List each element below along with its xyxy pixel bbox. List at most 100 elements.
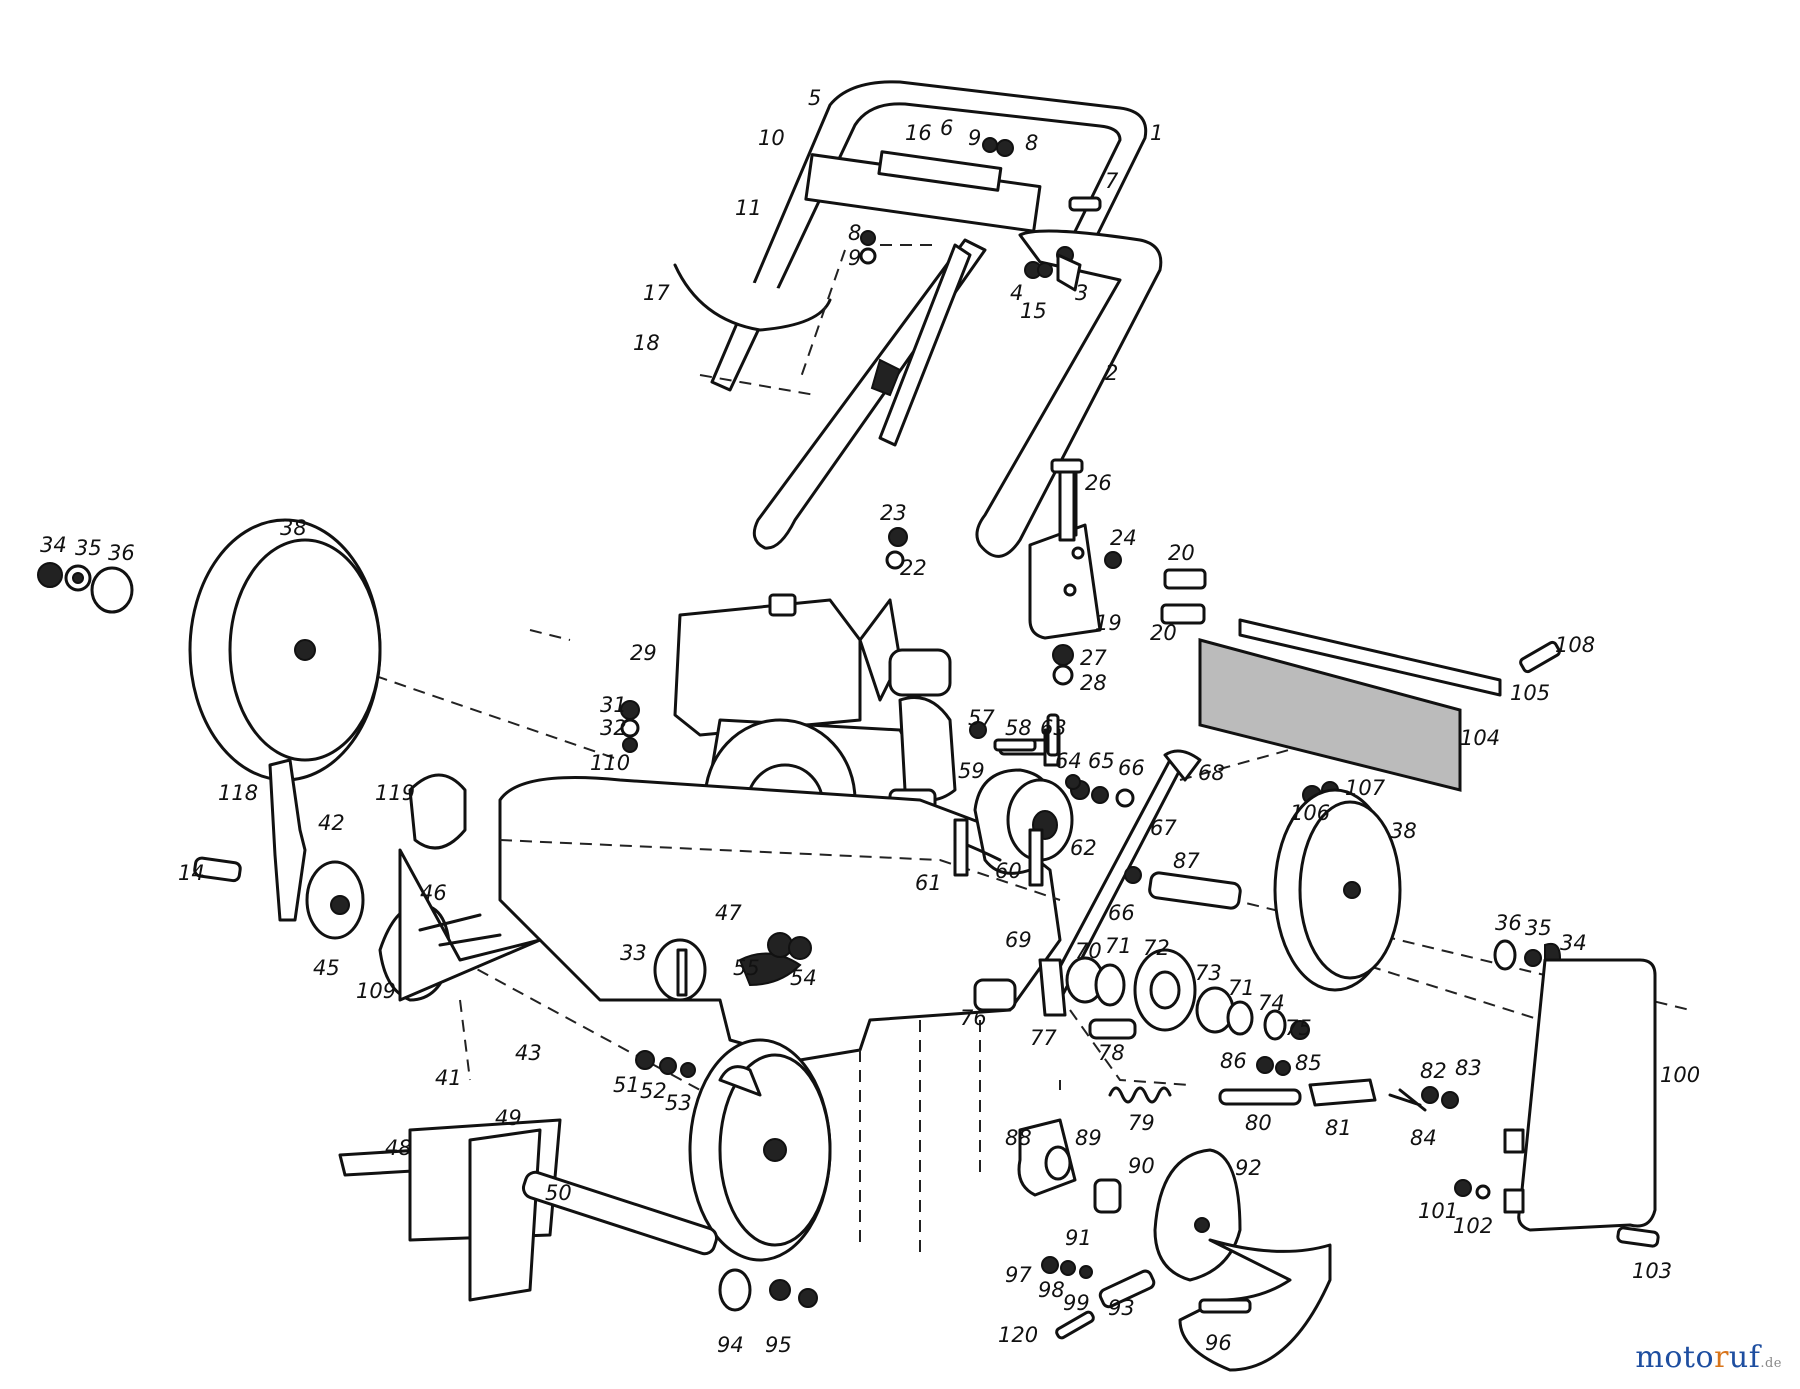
label-48: 48 xyxy=(385,1136,412,1160)
label-100: 100 xyxy=(1660,1063,1700,1087)
watermark-part2: r xyxy=(1714,1340,1729,1375)
label-10: 10 xyxy=(758,126,785,150)
engine-guard-100 xyxy=(1454,958,1660,1248)
label-118: 118 xyxy=(218,781,258,805)
label-65: 65 xyxy=(1088,749,1115,773)
label-87: 87 xyxy=(1173,849,1200,873)
label-79: 79 xyxy=(1128,1111,1155,1135)
label-47: 47 xyxy=(715,901,742,925)
label-102: 102 xyxy=(1453,1214,1493,1238)
label-107: 107 xyxy=(1345,776,1386,800)
belt-guard-96 xyxy=(1178,1238,1332,1372)
front-wheel xyxy=(688,1038,832,1262)
bearings-70-75 xyxy=(973,948,1310,1041)
label-88: 88 xyxy=(1005,1126,1032,1150)
label-80: 80 xyxy=(1245,1111,1272,1135)
label-45: 45 xyxy=(313,956,340,980)
label-53: 53 xyxy=(665,1091,692,1115)
label-16: 16 xyxy=(905,121,932,145)
label-90: 90 xyxy=(1128,1154,1155,1178)
label-11: 11 xyxy=(735,196,762,220)
watermark-part3: uf xyxy=(1728,1340,1761,1375)
label-46: 46 xyxy=(420,881,447,905)
label-67: 67 xyxy=(1150,816,1177,840)
label-36b: 36 xyxy=(1495,911,1522,935)
label-106: 106 xyxy=(1290,801,1330,825)
right-rear-wheel xyxy=(1273,788,1402,992)
label-9a: 9 xyxy=(968,126,981,150)
label-95: 95 xyxy=(765,1333,792,1357)
label-97: 97 xyxy=(1005,1263,1032,1287)
label-7: 7 xyxy=(1105,169,1119,193)
part-number-labels: 1 2 3 4 5 6 7 8 8 9 9 10 11 14 15 16 17 … xyxy=(40,86,1700,1357)
label-105: 105 xyxy=(1510,681,1550,705)
label-6: 6 xyxy=(940,116,953,140)
watermark-logo: motoruf.de xyxy=(1635,1340,1782,1375)
label-85: 85 xyxy=(1295,1051,1322,1075)
label-26: 26 xyxy=(1085,471,1112,495)
lower-drive-parts xyxy=(1017,1118,1242,1340)
label-1: 1 xyxy=(1150,121,1163,145)
label-120: 120 xyxy=(998,1323,1038,1347)
label-36a: 36 xyxy=(108,541,135,565)
label-62: 62 xyxy=(1070,836,1097,860)
label-98: 98 xyxy=(1038,1278,1065,1302)
label-23: 23 xyxy=(880,501,907,525)
label-69: 69 xyxy=(1005,928,1032,952)
label-17: 17 xyxy=(643,281,670,305)
label-51: 51 xyxy=(613,1073,640,1097)
label-74: 74 xyxy=(1258,991,1285,1015)
label-92: 92 xyxy=(1235,1156,1262,1180)
label-60: 60 xyxy=(995,859,1022,883)
label-49: 49 xyxy=(495,1106,522,1130)
lower-handle-bars xyxy=(752,229,1163,558)
label-3: 3 xyxy=(1075,281,1088,305)
label-96: 96 xyxy=(1205,1331,1232,1355)
label-4: 4 xyxy=(1010,281,1023,305)
label-32: 32 xyxy=(600,716,627,740)
label-66b: 66 xyxy=(1108,901,1135,925)
label-55: 55 xyxy=(733,956,760,980)
small-hardware xyxy=(620,137,1122,790)
label-103: 103 xyxy=(1632,1259,1672,1283)
left-rear-wheel xyxy=(188,518,382,782)
label-119: 119 xyxy=(375,781,415,805)
label-22: 22 xyxy=(900,556,927,580)
label-78: 78 xyxy=(1098,1041,1125,1065)
label-34a: 34 xyxy=(40,533,67,557)
label-110: 110 xyxy=(590,751,630,775)
left-bracket-assembly xyxy=(193,758,542,1002)
label-71a: 71 xyxy=(1105,934,1132,958)
label-34b: 34 xyxy=(1560,931,1587,955)
label-82: 82 xyxy=(1420,1059,1447,1083)
tension-spring-assembly xyxy=(1108,1056,1459,1112)
label-68: 68 xyxy=(1198,761,1225,785)
watermark-part4: .de xyxy=(1760,1356,1782,1371)
label-77: 77 xyxy=(1030,1026,1057,1050)
label-71b: 71 xyxy=(1228,976,1255,1000)
label-2: 2 xyxy=(1105,361,1118,385)
label-27: 27 xyxy=(1080,646,1107,670)
label-31: 31 xyxy=(600,693,627,717)
label-81: 81 xyxy=(1325,1116,1352,1140)
label-9b: 9 xyxy=(848,246,861,270)
label-66a: 66 xyxy=(1118,756,1145,780)
label-38b: 38 xyxy=(1390,819,1417,843)
label-75: 75 xyxy=(1285,1016,1312,1040)
label-19: 19 xyxy=(1095,611,1122,635)
label-99: 99 xyxy=(1063,1291,1090,1315)
label-18: 18 xyxy=(633,331,660,355)
cable-17 xyxy=(673,263,832,332)
handle-leader-lines xyxy=(699,244,940,396)
label-64: 64 xyxy=(1055,749,1082,773)
label-59: 59 xyxy=(958,759,985,783)
label-84: 84 xyxy=(1410,1126,1437,1150)
cover-plates-104-105 xyxy=(1198,618,1561,805)
label-28: 28 xyxy=(1080,671,1107,695)
deck-dash-lines xyxy=(299,629,1691,1260)
rotor-shaft-assembly xyxy=(338,1118,818,1312)
label-15: 15 xyxy=(1020,299,1047,323)
label-58: 58 xyxy=(1005,716,1032,740)
label-83: 83 xyxy=(1455,1056,1482,1080)
label-63: 63 xyxy=(1040,716,1067,740)
